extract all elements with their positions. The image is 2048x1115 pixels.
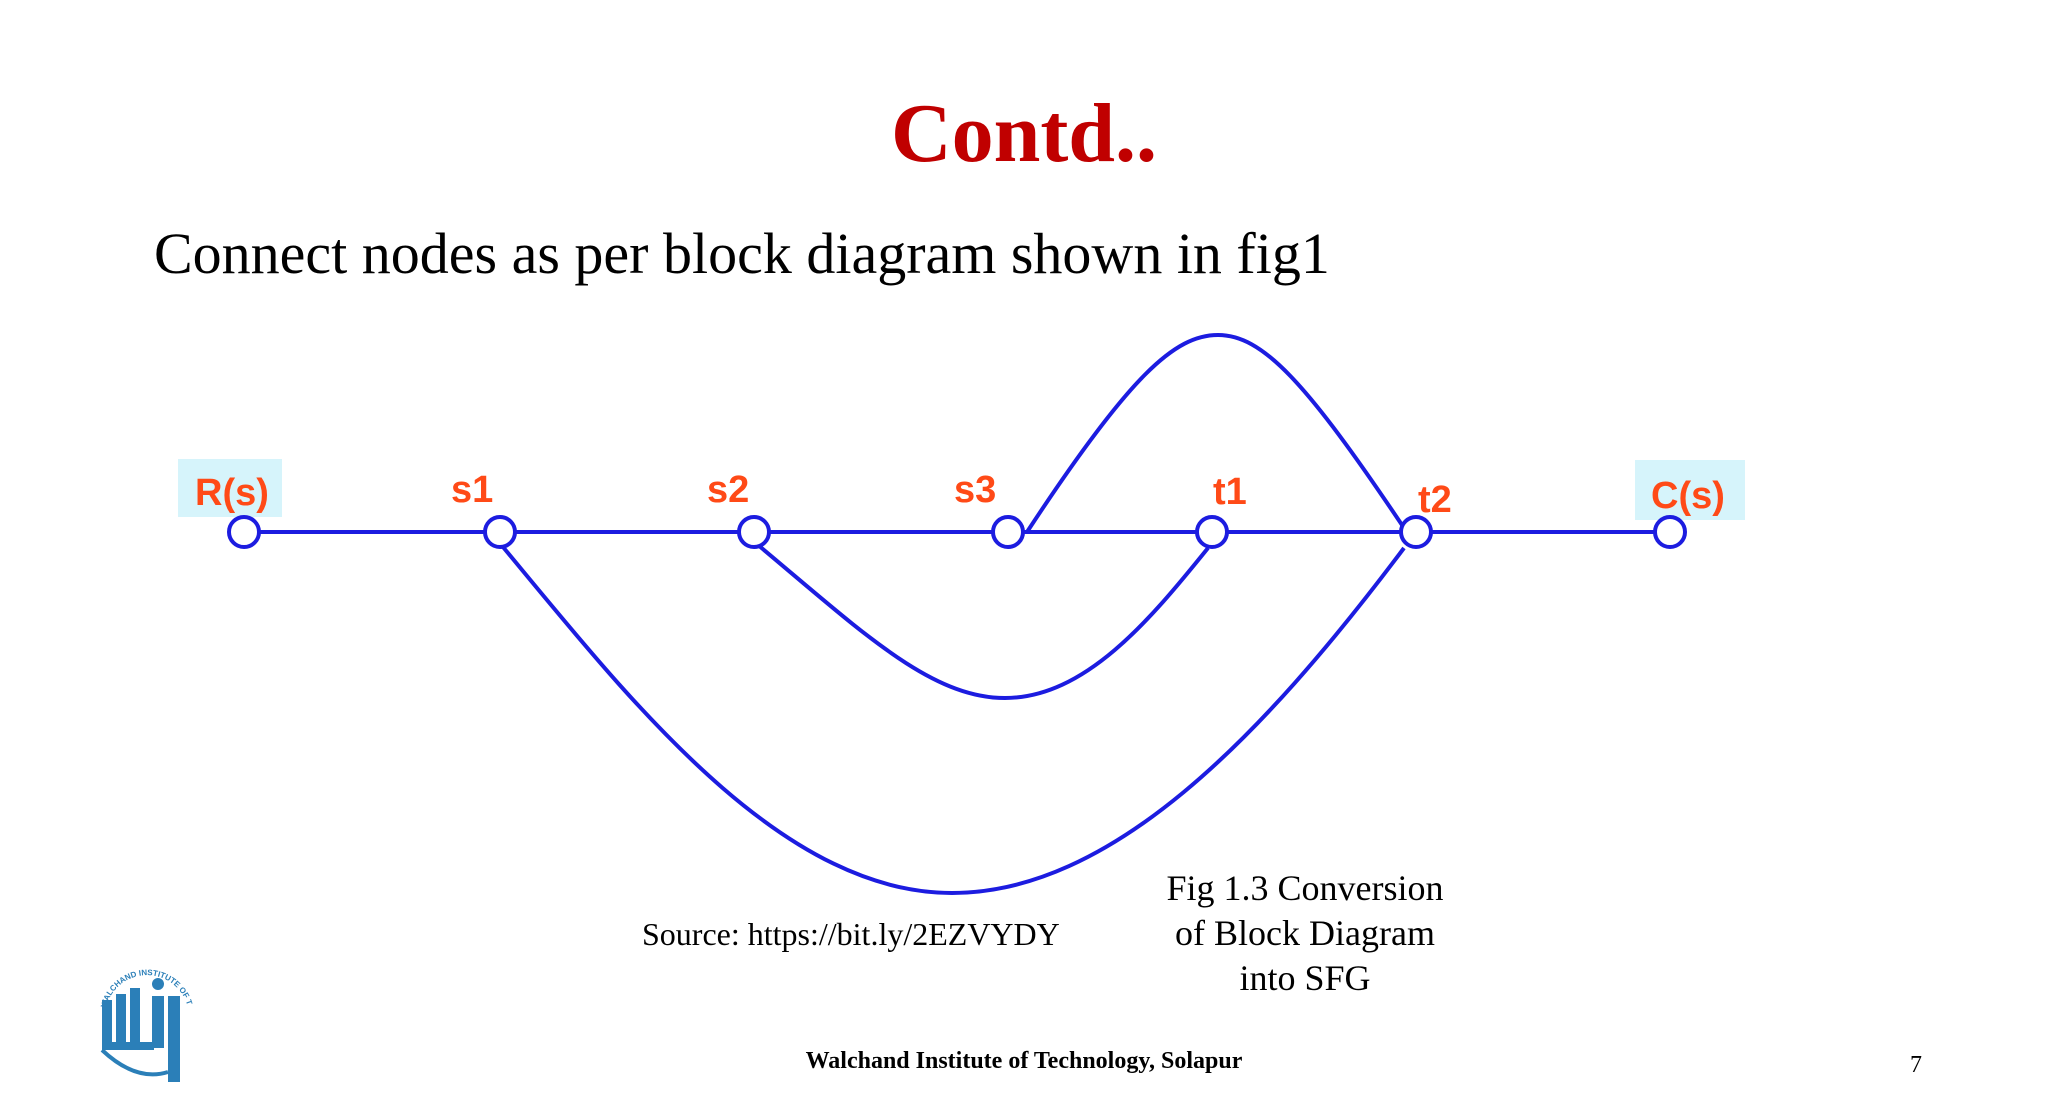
node-s2 xyxy=(737,515,771,549)
institute-logo: WALCHAND INSTITUTE OF TECHNOLOGY xyxy=(96,960,194,1082)
node-label-t1: t1 xyxy=(1213,471,1247,513)
edge-s3-t2-arc xyxy=(1025,332,1406,534)
caption-line-3: into SFG xyxy=(1239,958,1371,998)
edge-s2-t1-arc xyxy=(756,543,1210,701)
figure-caption: Fig 1.3 Conversion of Block Diagram into… xyxy=(1110,866,1500,1001)
node-label-s1: s1 xyxy=(451,469,493,511)
node-label-t2: t2 xyxy=(1418,479,1452,521)
node-C xyxy=(1653,515,1687,549)
edge-s1-t2-arc xyxy=(501,545,1406,896)
caption-line-2: of Block Diagram xyxy=(1175,913,1435,953)
node-t2 xyxy=(1399,515,1433,549)
slide-subtitle: Connect nodes as per block diagram shown… xyxy=(154,221,1330,286)
node-R xyxy=(227,515,261,549)
sfg-edges xyxy=(260,332,1654,896)
slide-title: Contd.. xyxy=(890,87,1158,180)
node-label-R: R(s) xyxy=(195,472,269,514)
label-highlight-R xyxy=(178,459,282,517)
source-text: Source: https://bit.ly/2EZVYDY xyxy=(642,916,1060,952)
sfg-nodes xyxy=(227,515,1687,549)
node-s1 xyxy=(483,515,517,549)
node-label-C: C(s) xyxy=(1651,475,1725,517)
page-number: 7 xyxy=(1910,1052,1922,1078)
footer-institute-name: Walchand Institute of Technology, Solapu… xyxy=(805,1048,1243,1074)
node-t1 xyxy=(1195,515,1229,549)
label-highlight-C xyxy=(1635,460,1745,520)
node-label-s3: s3 xyxy=(954,469,996,511)
node-label-s2: s2 xyxy=(707,469,749,511)
caption-line-1: Fig 1.3 Conversion xyxy=(1166,868,1444,908)
node-s3 xyxy=(991,515,1025,549)
sfg-labels: R(s) s1 s2 s3 t1 t2 C(s) xyxy=(195,469,1725,521)
